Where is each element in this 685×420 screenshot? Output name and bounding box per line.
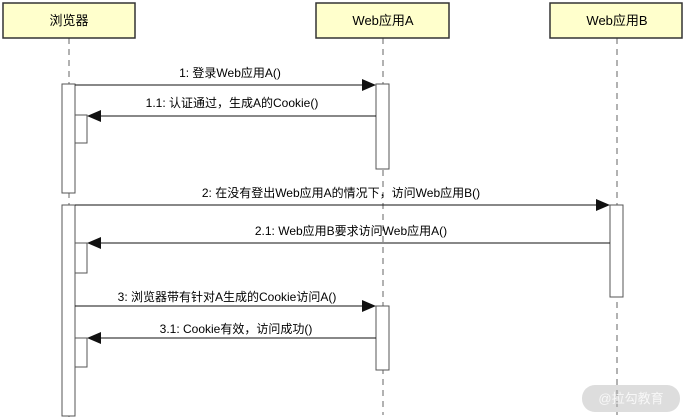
arrowhead-left [87, 332, 101, 344]
watermark: @拉勾教育 [582, 385, 680, 412]
arrowhead-right [362, 79, 376, 91]
activation-browser-nested-1 [74, 114, 88, 144]
activation-web-app-b-1 [609, 204, 624, 298]
activation-browser-nested-2 [74, 242, 88, 274]
participant-label: 浏览器 [49, 13, 88, 28]
participant-box [549, 2, 683, 39]
message-3-1: 3.1: Cookie有效，访问成功() [87, 321, 376, 344]
arrowhead-right [362, 300, 376, 312]
participant-box [315, 2, 450, 39]
message-2: 2: 在没有登出Web应用A的情况下，访问Web应用B() [75, 185, 610, 211]
watermark-text: @拉勾教育 [598, 391, 663, 406]
participant-web-app-a: Web应用A [315, 2, 450, 39]
message-label: 1: 登录Web应用A() [179, 65, 281, 80]
watermark-box [582, 385, 680, 412]
message-2-1: 2.1: Web应用B要求访问Web应用A() [87, 223, 610, 249]
message-1-1: 1.1: 认证通过，生成A的Cookie() [87, 95, 376, 122]
message-label: 3.1: Cookie有效，访问成功() [160, 321, 313, 336]
message-label: 2.1: Web应用B要求访问Web应用A() [255, 223, 447, 238]
message-1: 1: 登录Web应用A() [75, 65, 376, 91]
participant-label: Web应用A [352, 13, 413, 28]
participant-label: Web应用B [586, 13, 647, 28]
activation-browser-nested-3 [74, 337, 88, 368]
message-3: 3: 浏览器带有针对A生成的Cookie访问A() [75, 289, 376, 312]
activation-browser-1 [61, 83, 76, 194]
arrowhead-left [87, 237, 101, 249]
message-label: 3: 浏览器带有针对A生成的Cookie访问A() [118, 289, 337, 304]
activation-web-app-a-2 [375, 305, 390, 371]
participant-box [2, 2, 136, 39]
message-label: 1.1: 认证通过，生成A的Cookie() [146, 95, 319, 110]
message-label: 2: 在没有登出Web应用A的情况下，访问Web应用B() [202, 185, 480, 200]
participant-web-app-b: Web应用B [549, 2, 683, 39]
participant-browser: 浏览器 [2, 2, 136, 39]
activation-web-app-a-1 [375, 83, 390, 170]
arrowhead-right [596, 199, 610, 211]
arrowhead-left [87, 110, 101, 122]
activation-browser-2 [61, 204, 76, 417]
